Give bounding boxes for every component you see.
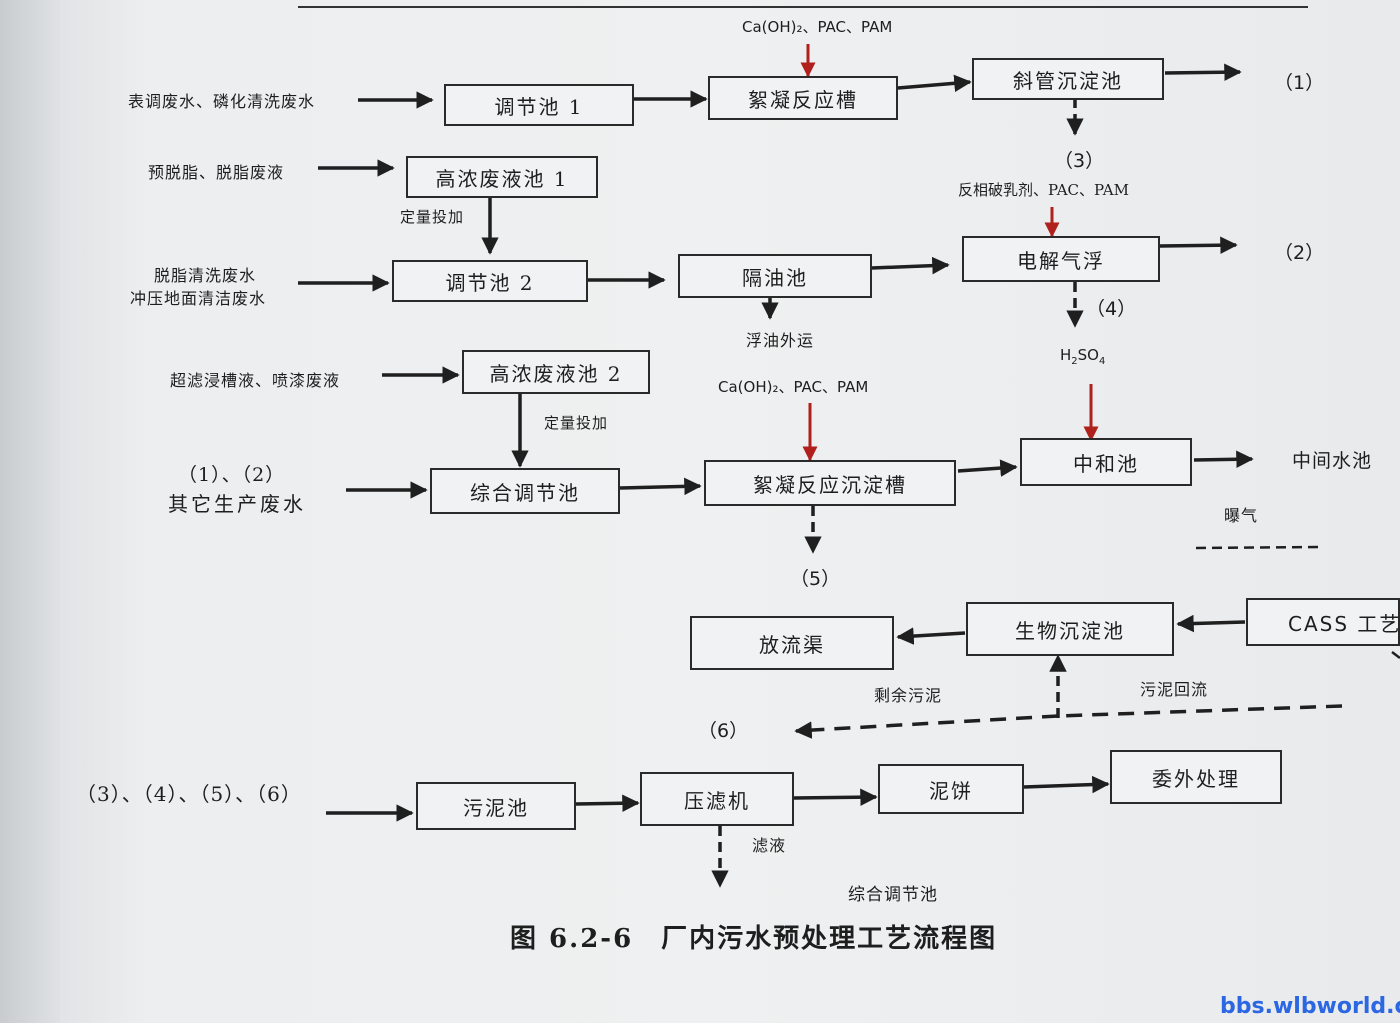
- input-label-5b: 其它生产废水: [168, 492, 306, 516]
- node-weiwai: 委外处理: [1110, 750, 1282, 804]
- arrow-zonghe-xuning2: [619, 477, 702, 496]
- label-fuyou: 浮油外运: [746, 331, 815, 350]
- arrow-xuning2-zhonghe: [957, 459, 1018, 477]
- reagent-label-4: Ca(OH)₂、PAC、PAM: [718, 378, 869, 396]
- input-label-3a: 脱脂清洗废水: [154, 266, 257, 285]
- node-xuning-1: 絮凝反应槽: [708, 76, 898, 120]
- arrow-xieguan-out1: [1164, 63, 1242, 81]
- arrow-dianjie-out2: [1159, 236, 1238, 254]
- node-zhonghe: 中和池: [1020, 438, 1192, 486]
- aeration-dash: [1195, 545, 1319, 550]
- label-zhongjian: 中间水池: [1292, 450, 1373, 472]
- output-3: （3）: [1054, 150, 1105, 172]
- reagent-label-2: 反相破乳剂、PAC、PAM: [958, 181, 1129, 199]
- output-5: （5）: [790, 568, 841, 590]
- node-cass: CASS 工艺: [1246, 598, 1400, 646]
- sludge-main-dash: [1057, 704, 1343, 718]
- input-label-1: 表调废水、磷化清洗废水: [128, 92, 316, 111]
- node-shengwu: 生物沉淀池: [966, 602, 1174, 656]
- label-shengyu: 剩余污泥: [874, 686, 943, 705]
- node-wuni: 污泥池: [416, 782, 576, 830]
- book-spine: [0, 0, 60, 1023]
- arrow-xuning1-xieguan: [897, 74, 972, 93]
- figure-caption: 图 6.2-6 厂内污水预处理工艺流程图: [510, 924, 998, 954]
- node-geyou: 隔油池: [678, 254, 872, 298]
- node-fangliu: 放流渠: [690, 616, 894, 670]
- node-xuning-2: 絮凝反应沉淀槽: [704, 460, 956, 506]
- input-label-3b: 冲压地面清洁废水: [130, 289, 267, 308]
- input-label-4: 超滤浸槽液、喷漆废液: [170, 371, 341, 390]
- label-zonghe-dest: 综合调节池: [848, 885, 938, 905]
- input-label-6: （3）、（4）、（5）、（6）: [76, 782, 302, 806]
- book-page: [40, 0, 1400, 1023]
- watermark: bbs.wlbworld.com: [1220, 994, 1400, 1019]
- arrow-cass-shengwu: [1176, 614, 1246, 633]
- node-tiaojie-1: 调节池 1: [444, 84, 634, 126]
- node-gaonong-2: 高浓废液池 2: [462, 350, 650, 394]
- arrow-shengwu-fangliu: [896, 627, 966, 645]
- output-2: （2）: [1274, 242, 1325, 264]
- node-yalv: 压滤机: [640, 772, 794, 826]
- node-dianjie: 电解气浮: [962, 236, 1160, 282]
- node-gaonong-1: 高浓废液池 1: [406, 156, 598, 198]
- output-4: （4）: [1086, 298, 1137, 320]
- arrow-yalv-nibing: [793, 788, 878, 806]
- node-xieguan: 斜管沉淀池: [972, 58, 1164, 100]
- label-lvye: 滤液: [752, 836, 787, 855]
- arrow-shengyu-to-6: [794, 714, 1059, 739]
- node-zonghe: 综合调节池: [430, 468, 620, 514]
- reagent-label-1: Ca(OH)₂、PAC、PAM: [742, 18, 893, 36]
- reagent-label-3: H2SO4: [1060, 346, 1106, 367]
- output-6: （6）: [698, 720, 749, 742]
- label-baoqi: 曝气: [1224, 506, 1259, 525]
- label-huiliu: 污泥回流: [1140, 680, 1209, 699]
- output-1: （1）: [1274, 72, 1325, 94]
- node-tiaojie-2: 调节池 2: [392, 260, 588, 302]
- cass-tail: [1391, 651, 1400, 659]
- arrow-geyou-dianjie: [871, 256, 950, 275]
- arrow-nibing-weiwai: [1023, 775, 1110, 794]
- label-dingliang-2: 定量投加: [544, 414, 609, 432]
- arrow-zhonghe-zhongjian: [1193, 450, 1254, 469]
- node-nibing: 泥饼: [878, 764, 1024, 814]
- label-dingliang-1: 定量投加: [400, 208, 465, 226]
- input-label-2: 预脱脂、脱脂废液: [148, 163, 285, 182]
- arrow-wuni-yalv: [575, 794, 640, 813]
- input-label-5a: （1）、（2）: [178, 464, 286, 486]
- header-rule: [298, 6, 1308, 8]
